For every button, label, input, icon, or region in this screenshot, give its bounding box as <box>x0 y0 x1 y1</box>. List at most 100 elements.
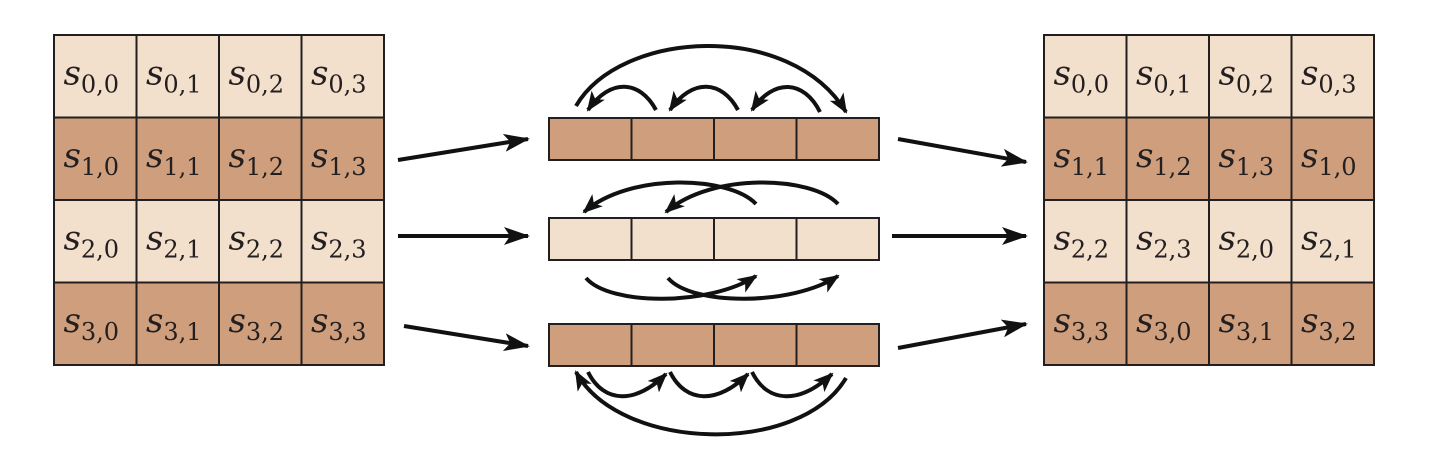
output-cell-label: s2,1 <box>1301 218 1357 263</box>
output-cell-bg <box>1043 281 1128 366</box>
output-cell: s0,1 <box>1125 34 1210 119</box>
output-cell-label: s2,3 <box>1136 218 1192 263</box>
input-cell-bg <box>135 281 220 366</box>
input-cell-label: s0,1 <box>146 53 202 98</box>
output-cell-label: s3,0 <box>1136 301 1192 346</box>
input-cell-label: s3,0 <box>63 301 119 346</box>
output-cell-label: s0,2 <box>1218 53 1274 98</box>
row-1-shift-arrow-c <box>750 85 822 113</box>
shift-bar-slot <box>795 217 880 261</box>
input-cell-bg <box>53 34 138 119</box>
input-cell: s2,1 <box>135 199 220 284</box>
input-cell-label: s0,0 <box>63 53 119 98</box>
input-cell-bg <box>300 34 385 119</box>
output-cell-label: s1,3 <box>1218 136 1274 181</box>
output-cell-label: s1,0 <box>1301 136 1357 181</box>
output-cell: s1,1 <box>1043 116 1128 201</box>
input-cell-bg <box>53 281 138 366</box>
input-cell: s3,0 <box>53 281 138 366</box>
shift-bar-row-1 <box>548 117 880 161</box>
input-cell-bg <box>53 116 138 201</box>
output-cell: s0,0 <box>1043 34 1128 119</box>
output-cell-label: s0,1 <box>1136 53 1192 98</box>
output-cell-label: s3,3 <box>1053 301 1109 346</box>
output-cell-bg <box>1290 281 1375 366</box>
input-cell: s3,3 <box>300 281 385 366</box>
input-cell-label: s1,3 <box>311 136 367 181</box>
output-cell: s3,0 <box>1125 281 1210 366</box>
output-cell-bg <box>1290 199 1375 284</box>
output-cell: s1,2 <box>1125 116 1210 201</box>
shift-bar-slot <box>630 117 715 161</box>
shift-bar-slot <box>548 117 633 161</box>
input-cell-label: s2,2 <box>228 218 284 263</box>
output-cell-label: s0,0 <box>1053 53 1109 98</box>
output-cell: s3,1 <box>1208 281 1293 366</box>
output-cell: s2,2 <box>1043 199 1128 284</box>
input-cell-label: s3,1 <box>146 301 202 346</box>
output-cell-label: s3,2 <box>1301 301 1357 346</box>
shift-bar-row-2 <box>548 217 880 261</box>
shift-bar-slot <box>795 323 880 367</box>
output-cell: s1,3 <box>1208 116 1293 201</box>
row-1-shift-arrow-b <box>668 84 740 112</box>
input-cell: s2,3 <box>300 199 385 284</box>
output-cell-label: s0,3 <box>1301 53 1357 98</box>
output-cell: s0,2 <box>1208 34 1293 119</box>
row-3-shift-arrow-a <box>586 371 668 399</box>
input-cell: s0,0 <box>53 34 138 119</box>
input-cell: s0,3 <box>300 34 385 119</box>
input-cell-bg <box>135 199 220 284</box>
output-cell: s1,0 <box>1290 116 1375 201</box>
input-cell-bg <box>300 281 385 366</box>
output-cell-bg <box>1290 116 1375 201</box>
input-cell: s1,2 <box>218 116 303 201</box>
output-cell-bg <box>1208 34 1293 119</box>
arrow-input-row-1 <box>397 133 530 162</box>
shift-bar-slot <box>548 323 633 367</box>
shift-bar-slot <box>630 323 715 367</box>
shift-bar-slot <box>713 323 798 367</box>
shift-bar-slot <box>548 217 633 261</box>
input-cell: s2,2 <box>218 199 303 284</box>
row-2-rotation-arrows <box>582 180 840 301</box>
arrow-output-row-3 <box>897 319 1028 350</box>
input-cell-label: s2,0 <box>63 218 119 263</box>
arrow-output-row-1 <box>897 137 1028 167</box>
output-cell-bg <box>1043 199 1128 284</box>
output-cell-label: s2,2 <box>1053 218 1109 263</box>
output-cell-bg <box>1290 34 1375 119</box>
output-cell-label: s1,1 <box>1053 136 1109 181</box>
row-3-rotation-arrows <box>574 370 848 437</box>
input-cell: s0,2 <box>218 34 303 119</box>
input-cell-label: s1,1 <box>146 136 202 181</box>
input-cell-bg <box>135 116 220 201</box>
input-cell-label: s0,3 <box>311 53 367 98</box>
output-cell-bg <box>1043 34 1128 119</box>
output-cell-label: s1,2 <box>1136 136 1192 181</box>
input-cell-bg <box>218 281 303 366</box>
row-3-shift-arrow-c <box>750 371 834 399</box>
input-cell: s1,0 <box>53 116 138 201</box>
input-cell-label: s2,3 <box>311 218 367 263</box>
row-3-shift-arrow-b <box>668 371 750 399</box>
row-1-shift-arrow-a <box>586 84 658 112</box>
output-cell: s2,1 <box>1290 199 1375 284</box>
shift-bar-slot <box>713 217 798 261</box>
input-cell-bg <box>300 116 385 201</box>
output-cell: s2,3 <box>1125 199 1210 284</box>
input-cell-label: s1,2 <box>228 136 284 181</box>
row-3-wrap-arrow <box>574 370 848 437</box>
row-1-wrap-arrow <box>574 44 848 114</box>
shift-bar-slot <box>795 117 880 161</box>
shift-bar-slot <box>713 117 798 161</box>
output-cell-bg <box>1125 116 1210 201</box>
row-1-rotation-arrows <box>574 44 848 114</box>
input-cell-bg <box>53 199 138 284</box>
input-cell: s1,3 <box>300 116 385 201</box>
row-2-lower-arrow-a <box>584 274 758 301</box>
row-2-upper-arrow-b <box>664 180 840 214</box>
output-cell: s2,0 <box>1208 199 1293 284</box>
